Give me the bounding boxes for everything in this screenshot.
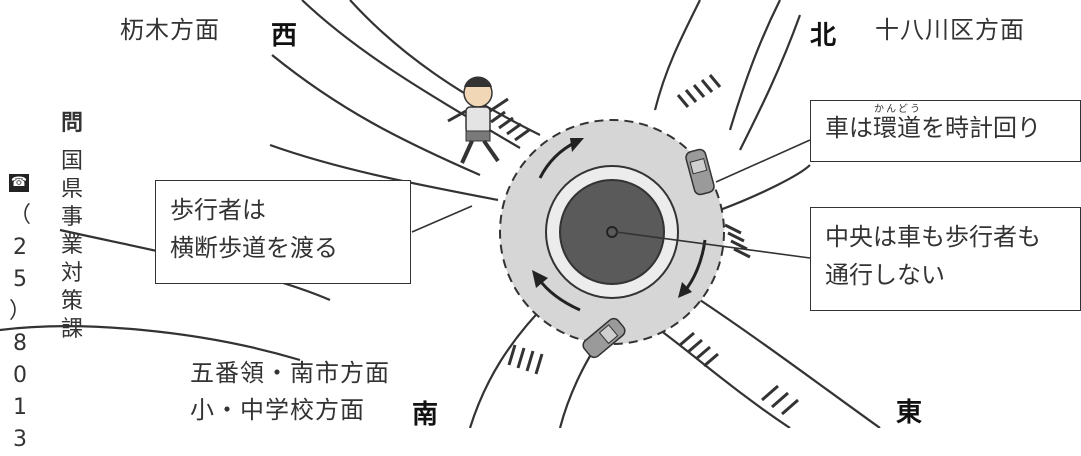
car-pointer — [715, 139, 811, 183]
north-label: 北 — [810, 21, 837, 51]
contact-title: 問 — [60, 111, 83, 136]
crosswalk-nw — [490, 110, 530, 142]
car-callout: 車は環道かんどうを時計回り — [810, 100, 1081, 162]
crosswalk-e — [724, 223, 751, 259]
center-callout-line-2: 通行しない — [825, 261, 945, 289]
crosswalk-se — [679, 331, 719, 368]
car-callout-ruby-reading: かんどう — [873, 104, 921, 115]
pedestrian-callout-line-1: 歩行者は — [170, 196, 266, 224]
car-sw — [582, 317, 626, 359]
road-se-edge-1 — [659, 329, 791, 428]
south-region-label-2: 小・中学校方面 — [190, 396, 365, 424]
north-region-label: 十八川区方面 — [875, 16, 1025, 44]
car-callout-suffix: を時計回り — [921, 114, 1041, 142]
center-pointer — [615, 231, 811, 259]
arrowhead-bottom — [532, 270, 548, 288]
department-char: 国 — [60, 149, 83, 174]
pedestrian-pointer — [411, 205, 473, 233]
road-ne-edge-1 — [653, 0, 701, 111]
pedestrian-callout-line-2: 横断歩道を渡る — [170, 234, 338, 262]
phone-number-char: ） — [9, 299, 32, 324]
phone-number-char: 0 — [13, 363, 27, 388]
phone-number-char: 3 — [13, 427, 27, 452]
phone-number-char: 2 — [13, 235, 27, 260]
phone-icon: ☎ — [9, 174, 29, 192]
phone-number-char: 1 — [13, 395, 27, 420]
road-ne-edge-3 — [739, 14, 802, 151]
arrowhead-top — [570, 138, 584, 152]
callout-pointers — [411, 139, 811, 259]
car-callout-prefix: 車は — [825, 114, 873, 142]
south-region-label-1: 五番領・南市方面 — [190, 359, 390, 387]
road-w-edge — [269, 143, 499, 202]
road-ne-edge-2 — [728, 0, 781, 131]
road-nw-edge-3 — [271, 54, 481, 177]
center-island — [559, 179, 665, 285]
pedestrian-callout: 歩行者は 横断歩道を渡る — [155, 180, 411, 284]
department-char: 課 — [60, 317, 83, 342]
center-callout: 中央は車も歩行者も 通行しない — [810, 207, 1081, 311]
department-char: 策 — [60, 289, 83, 314]
west-label: 西 — [271, 21, 298, 51]
road-se-edge-2 — [699, 299, 881, 428]
car-callout-ruby-base: 環道 — [873, 114, 921, 142]
center-callout-line-1: 中央は車も歩行者も — [825, 223, 1041, 251]
road-nw-edge-2 — [349, 0, 541, 136]
phone-number-char: 5 — [13, 267, 27, 292]
department-char: 県 — [60, 177, 83, 202]
phone-number-char: 8 — [13, 331, 27, 356]
arrowhead-right — [678, 282, 692, 298]
west-region-label: 杤木方面 — [120, 16, 220, 44]
contact-phone-number: （ 2 5 ） 8 0 1 3 — [9, 200, 31, 456]
east-label: 東 — [896, 398, 923, 428]
arrow-heads — [532, 138, 692, 298]
department-char: 事 — [60, 205, 83, 230]
road-edges — [0, 0, 881, 428]
car-callout-ruby: 環道かんどう — [873, 104, 921, 142]
contact-department: 国県事業対策課 — [58, 148, 86, 344]
crosswalk-se2 — [761, 384, 799, 416]
crosswalks — [490, 74, 799, 416]
car-ne — [685, 148, 715, 196]
crosswalk-s — [507, 344, 544, 375]
department-char: 対 — [60, 261, 83, 286]
south-label: 南 — [412, 400, 439, 430]
department-char: 業 — [60, 233, 83, 258]
road-w-curve-2 — [0, 325, 301, 362]
crosswalk-ne — [676, 74, 722, 108]
pedestrian-child — [447, 76, 509, 164]
phone-number-char: （ — [9, 203, 32, 228]
road-e-edge — [719, 164, 811, 212]
